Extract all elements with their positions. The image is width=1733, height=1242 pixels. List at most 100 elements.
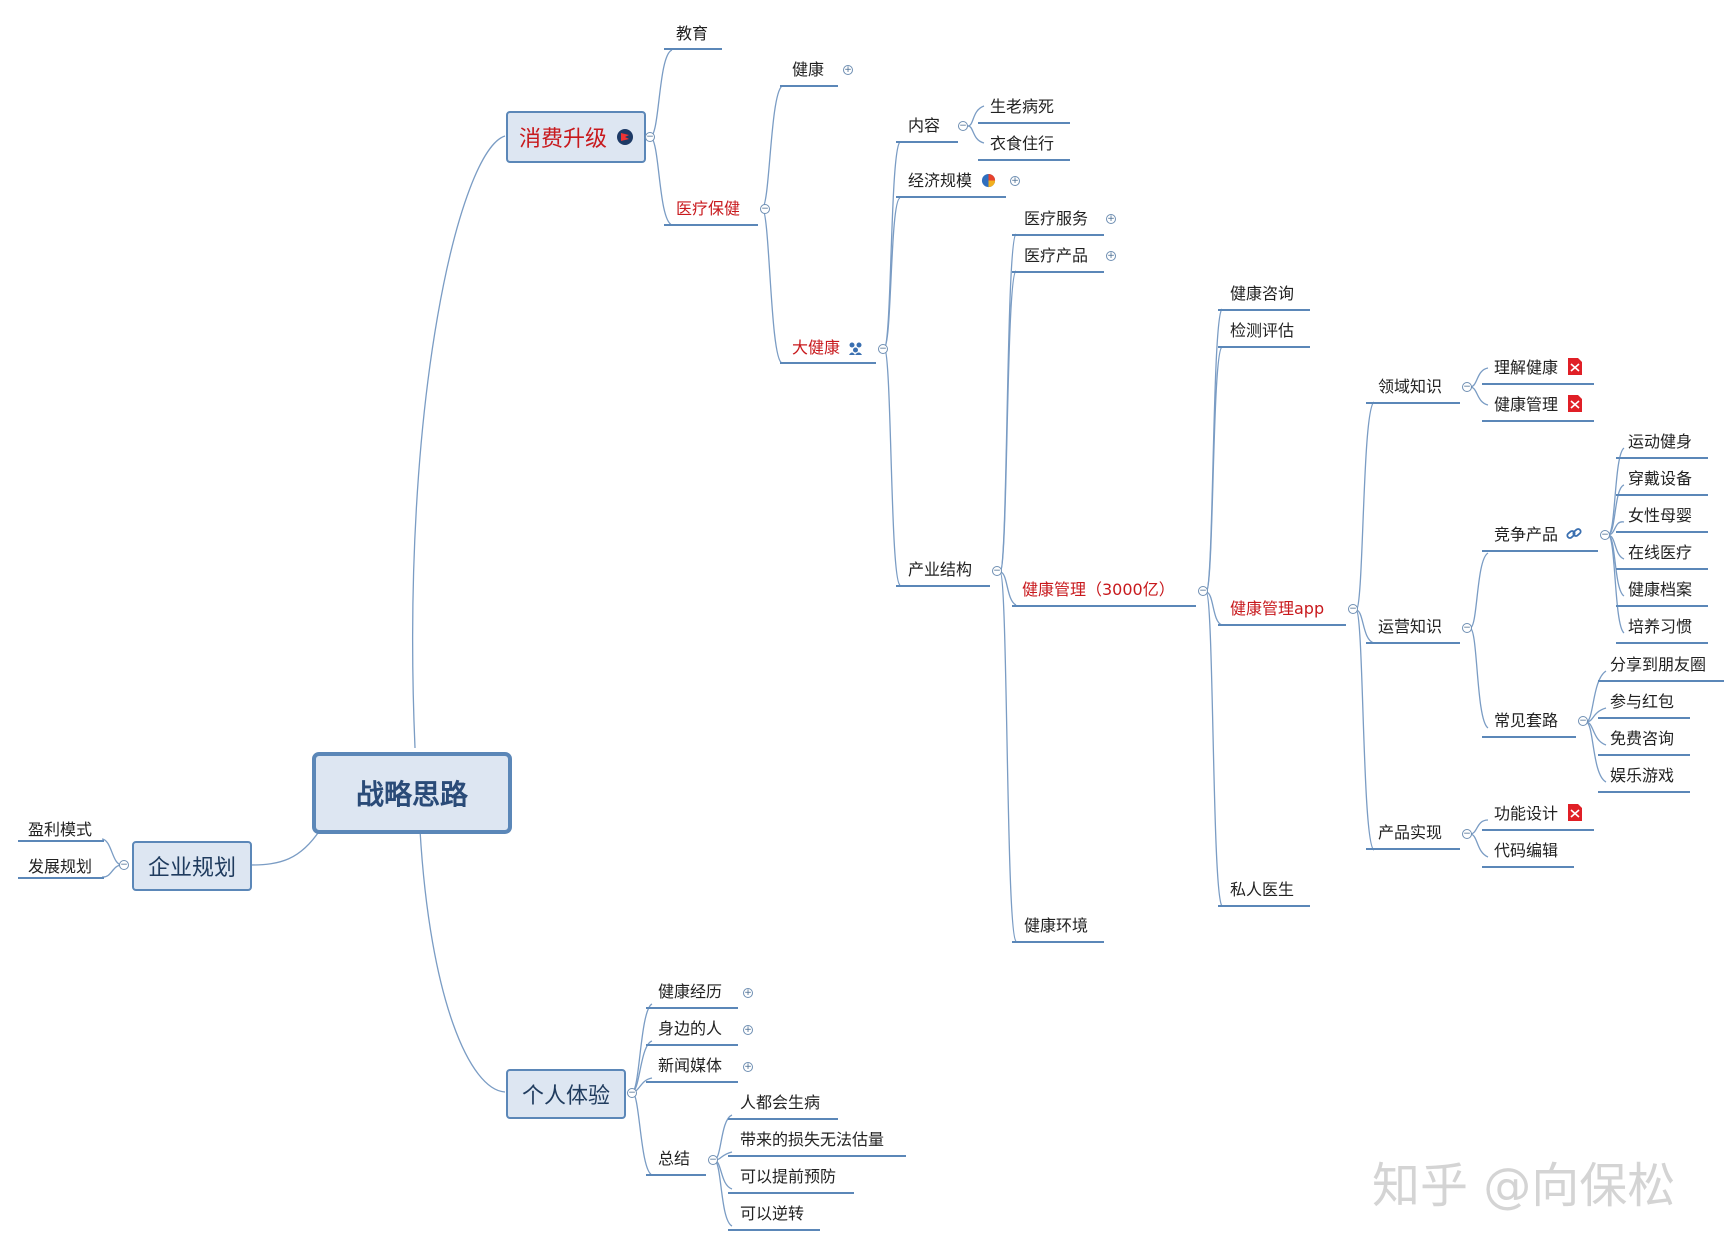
collapse-toggle[interactable]: − — [1198, 586, 1208, 596]
node-underline — [646, 1044, 738, 1046]
node-underline — [1616, 531, 1708, 533]
collapse-toggle[interactable]: − — [708, 1155, 718, 1165]
node-domain-knowledge[interactable]: 领域知识 — [1378, 377, 1443, 396]
node-comp-item[interactable]: 穿戴设备 — [1628, 469, 1693, 488]
node-big-health[interactable]: 大健康 — [792, 338, 841, 357]
node-summary-item[interactable]: 人都会生病 — [740, 1093, 821, 1112]
collapse-toggle[interactable]: − — [760, 204, 770, 214]
node-common-tactics[interactable]: 常见套路 — [1494, 711, 1559, 730]
branch-experience[interactable]: 个人体验 — [506, 1069, 626, 1119]
node-tactic-item[interactable]: 娱乐游戏 — [1610, 766, 1675, 785]
node-people-around[interactable]: 身边的人 — [658, 1019, 723, 1038]
node-industry-structure[interactable]: 产业结构 — [908, 560, 973, 579]
expand-toggle[interactable]: + — [1010, 176, 1020, 186]
node-underline — [978, 159, 1070, 161]
node-comp-item[interactable]: 健康档案 — [1628, 580, 1693, 599]
node-summary-item[interactable]: 带来的损失无法估量 — [740, 1130, 885, 1149]
collapse-toggle[interactable]: − — [878, 344, 888, 354]
central-topic[interactable]: 战略思路 — [312, 752, 512, 834]
node-comp-item[interactable]: 培养习惯 — [1628, 617, 1693, 636]
collapse-toggle[interactable]: − — [1600, 530, 1610, 540]
node-private-doctor[interactable]: 私人医生 — [1230, 880, 1295, 899]
node-underline — [728, 1192, 854, 1194]
expand-toggle[interactable]: + — [743, 1062, 753, 1072]
node-medical-service[interactable]: 医疗服务 — [1024, 209, 1089, 228]
collapse-toggle[interactable]: − — [1462, 382, 1472, 392]
node-underline — [1598, 717, 1690, 719]
node-underline — [1218, 624, 1346, 626]
node-comp-item[interactable]: 运动健身 — [1628, 432, 1693, 451]
node-profit-model[interactable]: 盈利模式 — [28, 820, 93, 839]
node-health-mgmt[interactable]: 健康管理 — [1494, 395, 1559, 414]
node-medical[interactable]: 医疗保健 — [676, 199, 741, 218]
collapse-toggle[interactable]: − — [1348, 604, 1358, 614]
node-comp-item[interactable]: 女性母婴 — [1628, 506, 1693, 525]
central-topic-label: 战略思路 — [355, 778, 468, 811]
node-competitors[interactable]: 竞争产品 — [1494, 525, 1559, 544]
node-summary[interactable]: 总结 — [658, 1149, 691, 1168]
node-tactic-item[interactable]: 参与红包 — [1610, 692, 1675, 711]
node-underline — [1482, 736, 1576, 738]
node-health[interactable]: 健康 — [792, 60, 825, 79]
node-underline — [728, 1155, 906, 1157]
node-health-environment[interactable]: 健康环境 — [1024, 916, 1089, 935]
collapse-toggle[interactable]: − — [645, 132, 655, 142]
node-daily-needs[interactable]: 衣食住行 — [990, 134, 1055, 153]
expand-toggle[interactable]: + — [743, 1025, 753, 1035]
node-feature-design[interactable]: 功能设计 — [1494, 804, 1559, 823]
node-hm-app[interactable]: 健康管理app — [1230, 599, 1325, 618]
expand-toggle[interactable]: + — [843, 65, 853, 75]
branch-consumption[interactable]: 消费升级 — [506, 111, 646, 163]
node-product-impl[interactable]: 产品实现 — [1378, 823, 1443, 842]
node-content[interactable]: 内容 — [908, 116, 941, 135]
node-medical-product[interactable]: 医疗产品 — [1024, 246, 1089, 265]
branch-planning[interactable]: 企业规划 — [132, 841, 252, 891]
node-tactic-item[interactable]: 免费咨询 — [1610, 729, 1675, 748]
node-economic-scale[interactable]: 经济规模 — [908, 171, 973, 190]
collapse-toggle[interactable]: − — [119, 860, 129, 870]
node-comp-item[interactable]: 在线医疗 — [1628, 543, 1693, 562]
node-underline — [1366, 402, 1460, 404]
node-health-management[interactable]: 健康管理（3000亿） — [1022, 580, 1175, 599]
node-underline — [1616, 568, 1708, 570]
node-underline — [1482, 829, 1594, 831]
collapse-toggle[interactable]: − — [992, 566, 1002, 576]
node-news-media[interactable]: 新闻媒体 — [658, 1056, 723, 1075]
node-underline — [780, 362, 876, 364]
branch-planning-label: 企业规划 — [147, 856, 236, 881]
node-understand-health[interactable]: 理解健康 — [1494, 358, 1559, 377]
node-education[interactable]: 教育 — [676, 24, 709, 43]
pdf-icon — [1568, 358, 1582, 375]
node-underline — [1366, 848, 1460, 850]
node-life-cycle[interactable]: 生老病死 — [990, 97, 1055, 116]
node-underline — [896, 196, 1006, 198]
collapse-toggle[interactable]: − — [627, 1088, 637, 1098]
node-underline — [1012, 605, 1196, 607]
node-dev-plan[interactable]: 发展规划 — [28, 857, 93, 876]
collapse-toggle[interactable]: − — [1462, 623, 1472, 633]
collapse-toggle[interactable]: − — [1578, 716, 1588, 726]
node-underline — [1012, 271, 1104, 273]
collapse-toggle[interactable]: − — [1462, 829, 1472, 839]
node-underline — [1218, 309, 1310, 311]
expand-toggle[interactable]: + — [743, 988, 753, 998]
expand-toggle[interactable]: + — [1106, 214, 1116, 224]
branch-consumption-label: 消费升级 — [518, 127, 607, 152]
node-underline — [1616, 642, 1708, 644]
node-health-consult[interactable]: 健康咨询 — [1230, 284, 1295, 303]
node-tactic-item[interactable]: 分享到朋友圈 — [1610, 655, 1707, 674]
pdf-icon — [1568, 395, 1582, 412]
node-coding[interactable]: 代码编辑 — [1494, 841, 1559, 860]
node-underline — [896, 141, 958, 143]
node-underline — [1012, 941, 1104, 943]
node-underline — [1616, 457, 1708, 459]
node-ops-knowledge[interactable]: 运营知识 — [1378, 617, 1443, 636]
node-underline — [1616, 605, 1708, 607]
expand-toggle[interactable]: + — [1106, 251, 1116, 261]
node-summary-item[interactable]: 可以提前预防 — [740, 1167, 837, 1186]
node-health-history[interactable]: 健康经历 — [658, 982, 723, 1001]
node-underline — [1482, 420, 1594, 422]
collapse-toggle[interactable]: − — [958, 121, 968, 131]
node-summary-item[interactable]: 可以逆转 — [740, 1204, 805, 1223]
node-test-assess[interactable]: 检测评估 — [1230, 321, 1295, 340]
